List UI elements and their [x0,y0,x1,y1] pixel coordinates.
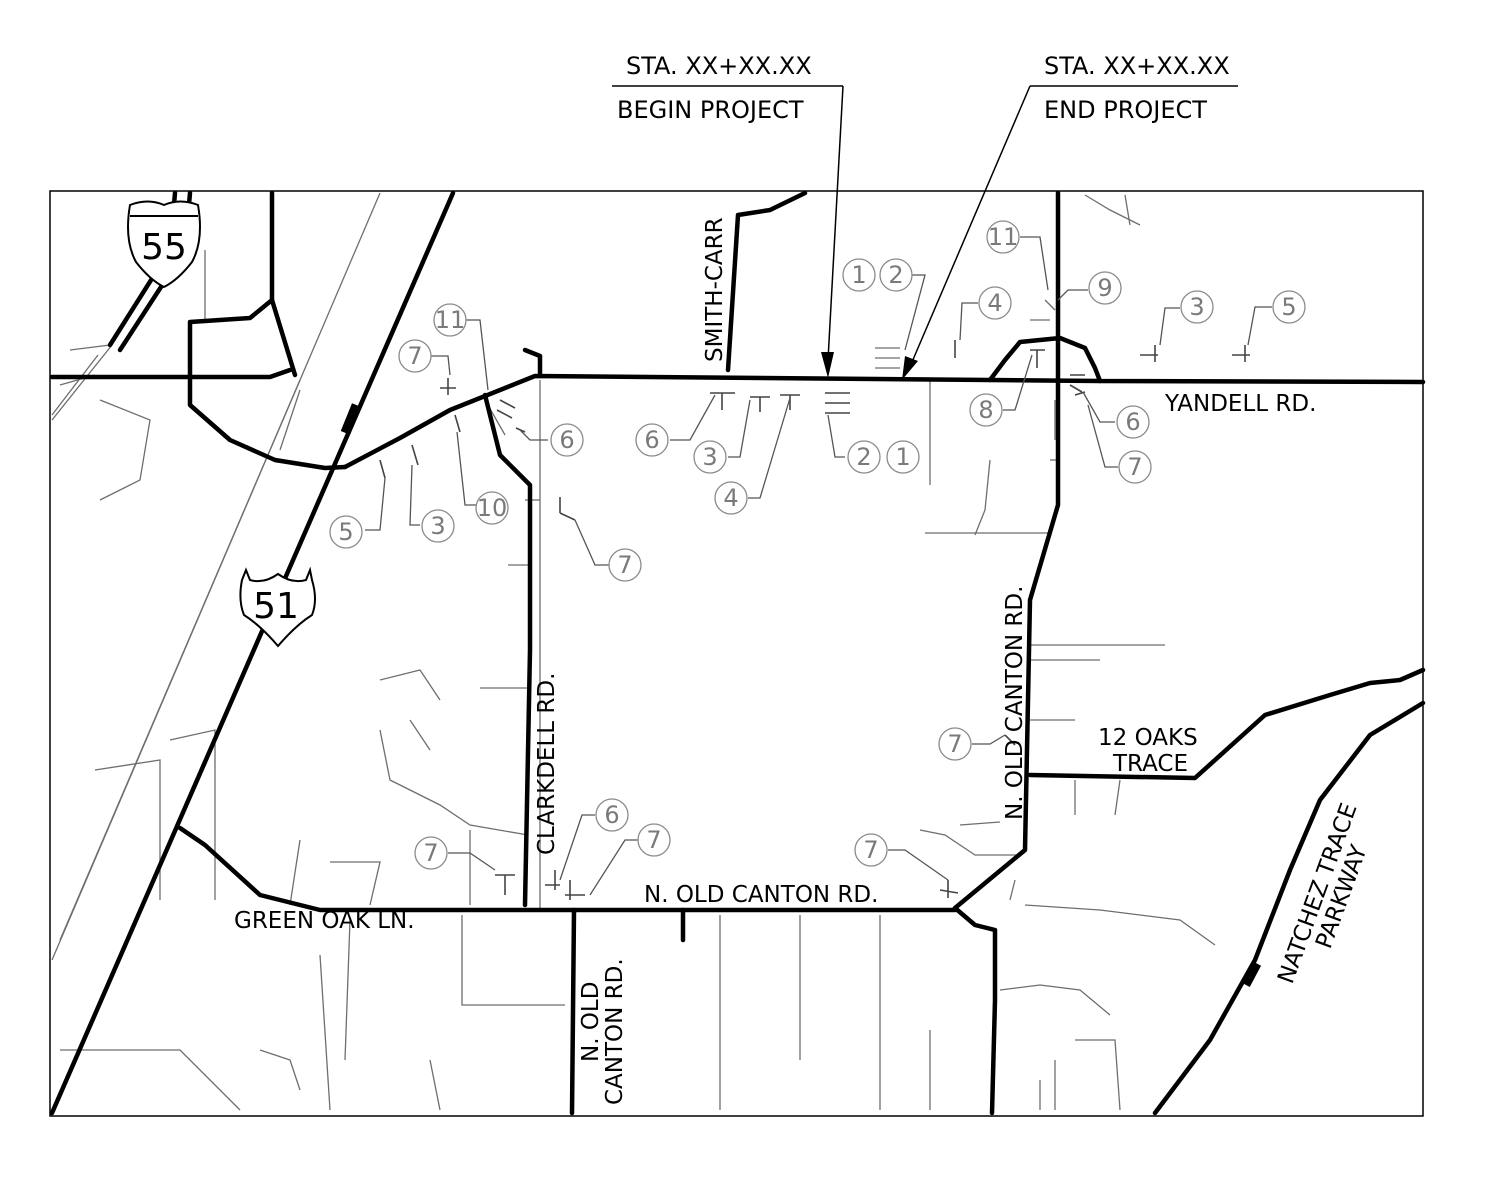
minor-roads [51,192,1216,1111]
callout-6-south: 6 [595,798,629,832]
svg-text:6: 6 [644,426,659,454]
svg-text:10: 10 [477,494,508,522]
callout-5-east: 5 [1272,290,1306,324]
callout-7-clarkdell: 7 [608,548,642,582]
callout-10-west: 10 [475,491,509,525]
svg-text:7: 7 [863,836,878,864]
callout-7-east: 7 [1118,450,1152,484]
begin-project-station: STA. XX+XX.XX [626,52,812,80]
svg-text:7: 7 [947,730,962,758]
svg-text:3: 3 [702,443,717,471]
callout-6-west: 6 [550,423,584,457]
svg-text:8: 8 [978,396,993,424]
callout-4-east: 4 [978,286,1012,320]
svg-text:3: 3 [430,512,445,540]
end-project-station: STA. XX+XX.XX [1044,52,1230,80]
callout-3-west: 3 [421,509,455,543]
callout-8-east: 8 [969,393,1003,427]
begin-project-arrow [821,352,834,378]
n-old-canton-south-label: N. OLD CANTON RD. [644,882,878,908]
svg-text:6: 6 [604,801,619,829]
svg-text:4: 4 [723,484,738,512]
twelve-oaks-line2: TRACE [1112,751,1188,777]
callout-6-mid: 6 [635,423,669,457]
callout-11-east: 11 [986,220,1020,254]
svg-text:1: 1 [851,261,866,289]
twelve-oaks-line1: 12 OAKS [1098,725,1198,751]
end-project-arrow [902,356,918,380]
callout-7-greenoak: 7 [414,836,448,870]
callout-5-west: 5 [329,515,363,549]
smith-carr-label: SMITH-CARR [702,217,728,362]
svg-text:6: 6 [559,426,574,454]
callouts: 11 7 6 5 3 10 7 1 2 6 3 4 2 1 11 4 9 3 5… [329,220,1306,870]
callout-6-east: 6 [1116,405,1150,439]
clarkdell-rd-label: CLARKDELL RD. [534,673,560,855]
svg-text:7: 7 [1127,453,1142,481]
end-project-callout: STA. XX+XX.XX END PROJECT [902,52,1238,380]
svg-text:9: 9 [1097,274,1112,302]
svg-text:6: 6 [1125,408,1140,436]
n-old-canton-east-label: N. OLD CANTON RD. [1002,586,1028,820]
callout-2-north: 2 [879,258,913,292]
interstate-55-shield: 55 [127,200,201,289]
callout-7-canton: 7 [938,727,972,761]
callout-7-south-b: 7 [854,833,888,867]
callout-4-mid: 4 [714,481,748,515]
svg-text:11: 11 [435,306,466,334]
callout-leaders [365,236,1272,896]
svg-text:1: 1 [895,443,910,471]
svg-text:7: 7 [423,839,438,867]
n-old-canton-bottom-line2: CANTON RD. [602,958,628,1105]
callout-1-south: 1 [886,440,920,474]
svg-text:3: 3 [1189,293,1204,321]
callout-3-east: 3 [1180,290,1214,324]
svg-text:7: 7 [407,342,422,370]
svg-text:4: 4 [987,289,1002,317]
callout-2-south: 2 [847,440,881,474]
begin-project-callout: STA. XX+XX.XX BEGIN PROJECT [612,52,844,378]
callout-3-mid: 3 [693,440,727,474]
yandell-rd-label: YANDELL RD. [1164,391,1316,417]
n-old-canton-bottom-line1: N. OLD [578,982,604,1062]
svg-text:7: 7 [617,551,632,579]
end-project-label: END PROJECT [1044,96,1207,124]
major-roads [49,190,1426,1116]
callout-1-north: 1 [842,258,876,292]
us-51-number: 51 [253,586,299,627]
us-51-shield: 51 [239,566,316,648]
green-oak-ln-label: GREEN OAK LN. [234,908,415,934]
road-labels: SMITH-CARR YANDELL RD. CLARKDELL RD. N. … [234,217,1373,1105]
callout-9-east: 9 [1088,271,1122,305]
callout-7-south-a: 7 [637,823,671,857]
callout-7-west: 7 [398,339,432,373]
svg-text:7: 7 [646,826,661,854]
callout-11-west: 11 [433,303,467,337]
svg-text:2: 2 [888,261,903,289]
svg-text:5: 5 [1281,293,1296,321]
interstate-55-number: 55 [141,227,187,268]
map-frame [49,190,1424,1117]
begin-project-label: BEGIN PROJECT [617,96,804,124]
sign-marks [379,340,1250,900]
svg-text:5: 5 [338,518,353,546]
svg-text:11: 11 [988,223,1019,251]
svg-text:2: 2 [856,443,871,471]
